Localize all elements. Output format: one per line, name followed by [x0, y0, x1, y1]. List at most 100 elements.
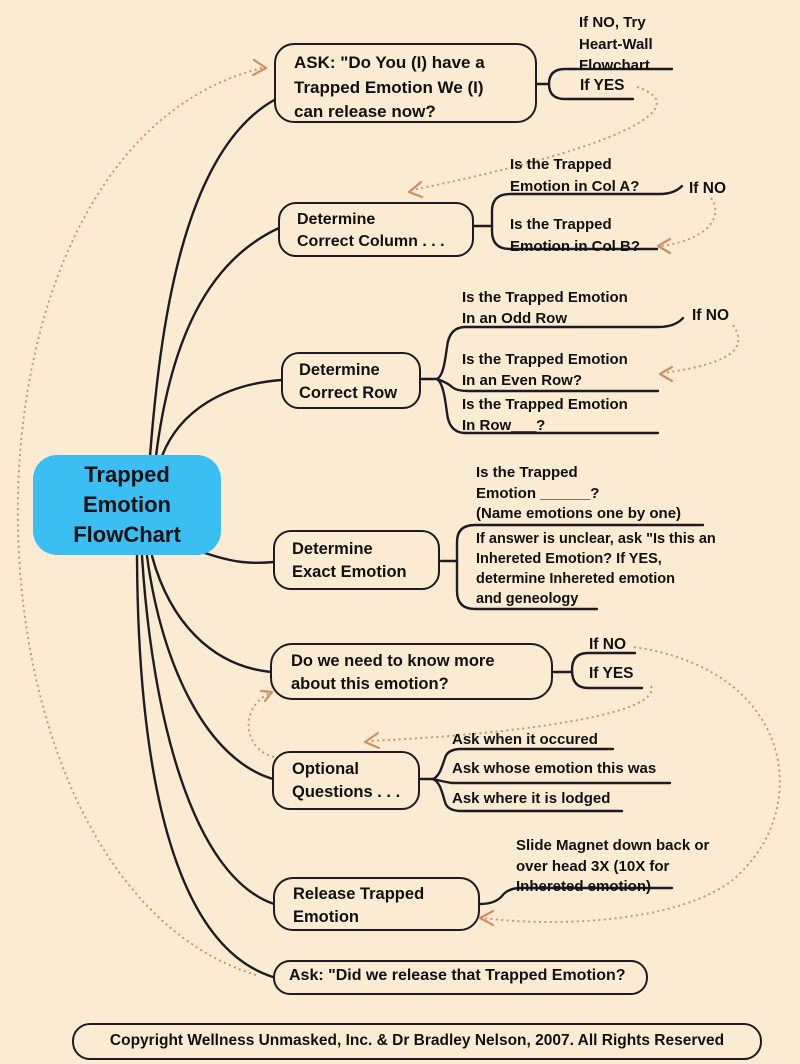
label-line: Inhereted Emotion? If YES, [476, 551, 662, 567]
loop-release-to-ask [16, 67, 263, 976]
central-line: Emotion [83, 492, 171, 517]
label-if-yes-more[interactable]: If YES [589, 665, 634, 682]
row-child-line-blank [435, 377, 660, 435]
label-if-yes-top[interactable]: If YES [580, 77, 625, 94]
label-line: In an Odd Row [462, 310, 567, 327]
topic-line: Determine [299, 361, 380, 379]
label-if-no-col[interactable]: If NO [689, 180, 727, 197]
row-child-line-even [435, 377, 660, 393]
central-line: Trapped [84, 462, 170, 487]
copyright-text: Copyright Wellness Unmasked, Inc. & Dr B… [109, 1032, 725, 1049]
label-line: In Row___? [462, 417, 546, 434]
label-line: Is the Trapped [476, 464, 578, 481]
branch-to-optional [145, 554, 275, 781]
topic-optional-questions[interactable]: Optional Questions . . . [272, 751, 420, 810]
central-topic-trapped-emotion-flowchart[interactable]: Trapped Emotion FlowChart [33, 455, 221, 555]
branch-to-release [140, 554, 276, 906]
arrowhead-to-even-row [658, 365, 674, 383]
exact-child-bracket [455, 523, 705, 611]
ask-child-bracket [547, 67, 674, 101]
topic-ask-did-we-release[interactable]: Ask: "Did we release that Trapped Emotio… [273, 960, 648, 995]
label-line: Is the Trapped [510, 216, 612, 233]
label-line: If answer is unclear, ask "Is this an [476, 531, 716, 547]
topic-line: can release now? [294, 102, 436, 121]
topic-know-more[interactable]: Do we need to know more about this emoti… [270, 643, 553, 700]
copyright-banner: Copyright Wellness Unmasked, Inc. & Dr B… [72, 1023, 762, 1060]
col-child-bracket [490, 184, 684, 251]
topic-line: ASK: "Do You (I) have a [294, 53, 485, 72]
label-heart-wall[interactable]: If NO, Try Heart-Wall Flowchart [579, 12, 653, 77]
label-col-a[interactable]: Is the Trapped Emotion in Col A? [510, 154, 639, 197]
label-line: Slide Magnet down back or [516, 837, 710, 854]
label-ask-whose[interactable]: Ask whose emotion this was [452, 760, 657, 777]
branch-to-know-more [150, 554, 273, 674]
arrowhead-to-optional [363, 731, 381, 750]
label-odd-row[interactable]: Is the Trapped Emotion In an Odd Row [462, 287, 628, 329]
label-line: determine Inhereted emotion [476, 571, 676, 587]
loop-yes-to-det-col [411, 86, 658, 191]
label-line: Is the Trapped Emotion [462, 289, 628, 306]
topic-ask-release-now[interactable]: ASK: "Do You (I) have a Trapped Emotion … [274, 43, 537, 123]
label-line: Is the Trapped [510, 156, 612, 173]
label-slide-magnet[interactable]: Slide Magnet down back or over head 3X (… [516, 836, 709, 898]
arrowhead-to-ask [251, 58, 268, 77]
label-col-b[interactable]: Is the Trapped Emotion in Col B? [510, 214, 640, 257]
topic-line: Exact Emotion [292, 562, 407, 581]
release-child-line [478, 886, 674, 906]
optional-child-line-where [431, 777, 624, 813]
label-line: over head 3X (10X for [516, 857, 670, 875]
topic-line: Determine [292, 540, 373, 558]
branch-to-ask [148, 97, 278, 458]
know-more-child-bracket [570, 651, 644, 690]
label-line: (Name emotions one by one) [476, 505, 682, 522]
optional-child-line-when [431, 747, 615, 781]
topic-line: Correct Row [299, 383, 398, 402]
branch-to-det-col [154, 226, 281, 458]
label-line: Is the Trapped Emotion [462, 351, 628, 368]
label-if-no-more[interactable]: If NO [589, 636, 627, 653]
loop-no-to-even-row [663, 324, 740, 374]
arrowhead-to-det-col [407, 180, 424, 199]
label-ask-where[interactable]: Ask where it is lodged [452, 790, 611, 807]
label-even-row[interactable]: Is the Trapped Emotion In an Even Row? [462, 349, 628, 391]
topic-line: Trapped Emotion We (I) [294, 77, 484, 97]
row-child-line-odd [435, 316, 685, 381]
arrowhead-to-know-more [259, 689, 274, 703]
loop-yes-to-optional [368, 685, 653, 742]
branch-to-det-exact [203, 551, 276, 565]
loop-no-to-col-b [661, 197, 717, 247]
topic-line: Questions . . . [292, 783, 401, 801]
topic-line: Do we need to know more [291, 652, 495, 670]
label-inherited[interactable]: If answer is unclear, ask "Is this an In… [476, 529, 716, 609]
label-line: Emotion in Col A? [510, 177, 640, 195]
label-line: If NO, Try [579, 14, 646, 31]
topic-line: Emotion [293, 907, 359, 926]
topic-line: Ask: "Did we release that Trapped Emotio… [289, 967, 626, 984]
label-line: and geneology [476, 591, 579, 607]
branch-to-det-row [160, 378, 284, 458]
label-line: Heart-Wall [579, 35, 653, 53]
topic-determine-exact-emotion[interactable]: Determine Exact Emotion [273, 530, 440, 590]
topic-line: Correct Column . . . [297, 233, 445, 250]
label-line: Is the Trapped Emotion [462, 396, 628, 413]
arrowhead-to-col-b [656, 237, 672, 255]
topic-determine-row[interactable]: Determine Correct Row [281, 352, 421, 409]
arrowhead-to-release [478, 909, 495, 927]
label-line: Flowchart [579, 57, 650, 74]
label-line: Emotion in Col B? [510, 237, 640, 255]
label-ask-when[interactable]: Ask when it occured [452, 731, 598, 748]
topic-line: Determine [297, 211, 376, 228]
label-name-emotion[interactable]: Is the Trapped Emotion ______? (Name emo… [476, 463, 681, 525]
label-row-blank[interactable]: Is the Trapped Emotion In Row___? [462, 394, 628, 436]
branch-to-ask-did [135, 554, 275, 979]
label-if-no-row[interactable]: If NO [692, 307, 730, 324]
topic-line: about this emotion? [291, 675, 449, 693]
loop-no-to-release [483, 646, 781, 923]
topic-determine-column[interactable]: Determine Correct Column . . . [278, 202, 474, 257]
label-line: Emotion ______? [476, 484, 600, 502]
topic-release-trapped-emotion[interactable]: Release Trapped Emotion [273, 877, 480, 931]
central-line: FlowChart [73, 522, 181, 547]
label-line: In an Even Row? [462, 372, 583, 389]
